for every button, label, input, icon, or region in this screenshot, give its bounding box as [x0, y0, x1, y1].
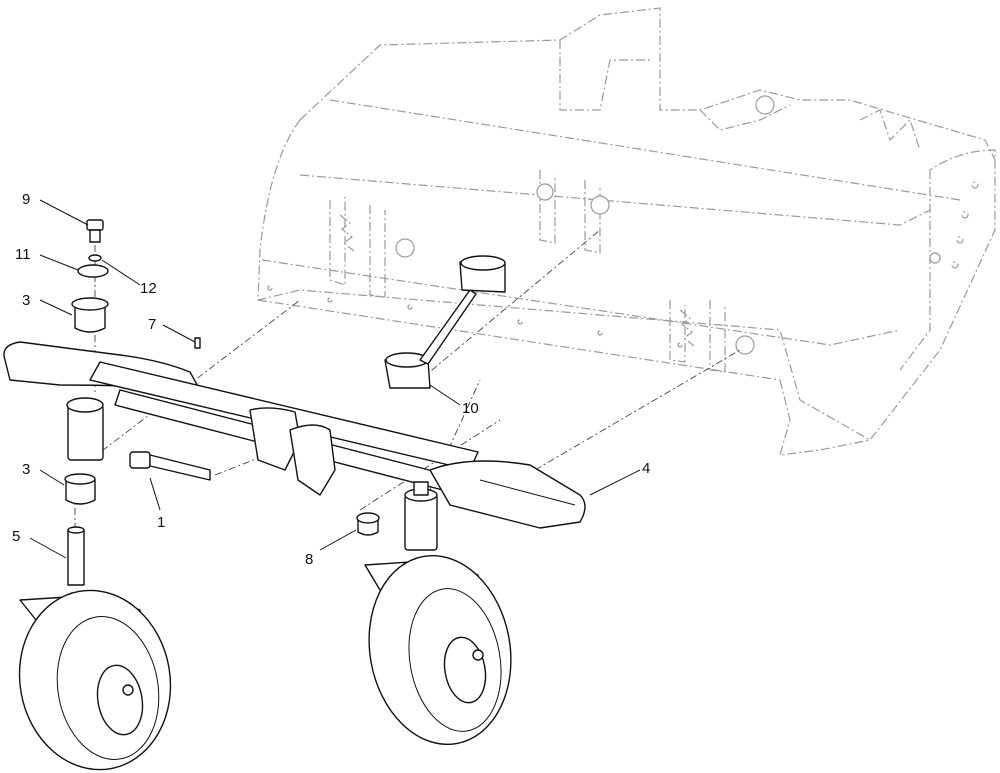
left-caster-wheel	[18, 589, 172, 771]
bolt-part-1	[129, 451, 211, 481]
lockwasher-part-12	[88, 254, 102, 262]
callout-12: 12	[140, 280, 157, 297]
washer-part-11	[77, 264, 109, 278]
bushing-part-8	[356, 512, 380, 536]
callout-3-upper: 3	[22, 292, 30, 309]
leader-lines	[29, 199, 641, 559]
callouts: 9 11 12 3 7 3 5 1 8 10 4	[12, 191, 650, 568]
caster-arm-assembly	[3, 341, 586, 551]
callout-4: 4	[642, 460, 650, 477]
pivot-rod-part-10	[384, 255, 506, 389]
callout-3-lower: 3	[22, 461, 30, 478]
callout-10: 10	[462, 400, 479, 417]
hardware	[64, 219, 506, 586]
bushing-part-3-upper	[71, 297, 109, 333]
grease-fitting-part-7	[194, 337, 201, 349]
right-caster-wheel	[364, 554, 512, 746]
bolt-part-9	[86, 219, 104, 243]
callout-9: 9	[22, 191, 30, 208]
callout-8: 8	[305, 551, 313, 568]
callout-7: 7	[148, 316, 156, 333]
callout-5: 5	[12, 528, 20, 545]
mower-deck-phantom	[257, 7, 996, 456]
caster-spindle-part-5	[67, 526, 85, 586]
callout-11: 11	[15, 246, 31, 263]
callout-1: 1	[157, 514, 165, 531]
bushing-part-3-lower	[64, 473, 96, 505]
